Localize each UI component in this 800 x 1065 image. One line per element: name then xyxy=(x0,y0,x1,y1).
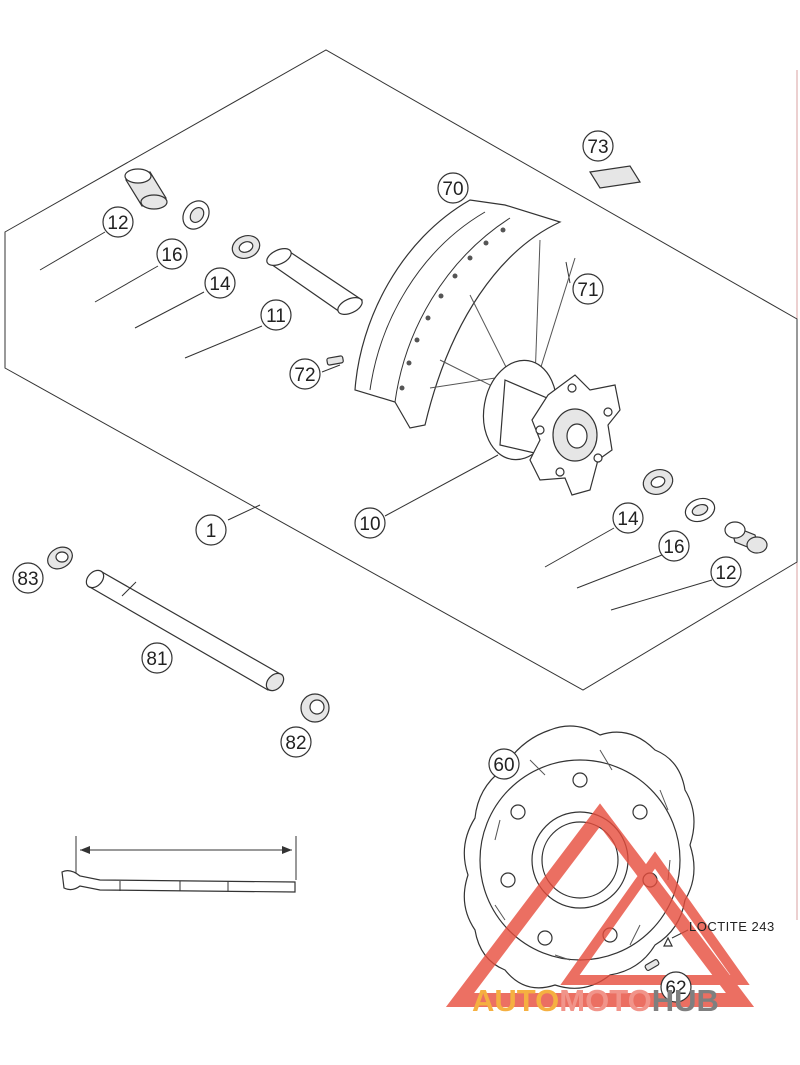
callout-62: 62 xyxy=(660,971,692,1003)
watermark-text: AUTOMOTOHUB xyxy=(472,983,719,1018)
svg-text:60: 60 xyxy=(493,755,514,776)
bearing-14-left xyxy=(231,235,261,259)
callout-1: 1 xyxy=(195,514,227,546)
seal-16-left xyxy=(182,200,210,230)
callout-16-left: 16 xyxy=(156,238,188,270)
leader-lines xyxy=(39,231,713,611)
rim-70 xyxy=(354,199,562,429)
callout-81: 81 xyxy=(141,642,173,674)
svg-text:70: 70 xyxy=(442,179,463,200)
bearing-14-right xyxy=(642,469,674,495)
distance-tube-11 xyxy=(266,248,364,315)
callout-72: 72 xyxy=(289,358,321,390)
spacer-12-left xyxy=(124,168,168,210)
svg-text:11: 11 xyxy=(266,306,286,327)
svg-text:14: 14 xyxy=(209,274,231,295)
svg-text:16: 16 xyxy=(663,537,684,558)
rim-tape-73 xyxy=(589,165,641,189)
axle-nut-82 xyxy=(300,693,330,723)
callout-71: 71 xyxy=(572,273,604,305)
spacer-12-right xyxy=(724,521,768,554)
callout-82: 82 xyxy=(280,726,312,758)
svg-text:72: 72 xyxy=(294,365,315,386)
svg-text:83: 83 xyxy=(17,569,38,590)
tool-drawing xyxy=(61,836,297,893)
svg-text:10: 10 xyxy=(359,514,380,535)
seal-16-right xyxy=(684,497,716,523)
callout-73: 73 xyxy=(582,130,614,162)
callout-14-left: 14 xyxy=(204,267,236,299)
svg-text:12: 12 xyxy=(107,213,128,234)
svg-text:62: 62 xyxy=(665,978,686,999)
svg-text:73: 73 xyxy=(587,137,608,158)
axle-81 xyxy=(85,569,285,692)
svg-text:71: 71 xyxy=(577,280,598,301)
hub-10 xyxy=(482,359,621,496)
nut-83 xyxy=(47,546,73,570)
svg-text:16: 16 xyxy=(161,245,182,266)
nipple-72 xyxy=(326,355,344,366)
svg-text:14: 14 xyxy=(617,509,639,530)
loctite-note: LOCTITE 243 xyxy=(689,919,775,934)
svg-text:82: 82 xyxy=(285,733,306,754)
callout-14-right: 14 xyxy=(612,502,644,534)
callout-16-right: 16 xyxy=(658,530,690,562)
callout-83: 83 xyxy=(12,562,44,594)
assembly-frame xyxy=(4,49,798,691)
svg-text:1: 1 xyxy=(206,521,217,542)
callout-12-right: 12 xyxy=(710,556,742,588)
callout-70: 70 xyxy=(437,172,469,204)
svg-text:12: 12 xyxy=(715,563,736,584)
watermark-logo xyxy=(445,803,755,1007)
callout-10: 10 xyxy=(354,507,386,539)
svg-text:81: 81 xyxy=(146,649,167,670)
callout-11: 11 xyxy=(260,299,292,331)
callout-60: 60 xyxy=(488,748,520,780)
callout-12-left: 12 xyxy=(102,206,134,238)
